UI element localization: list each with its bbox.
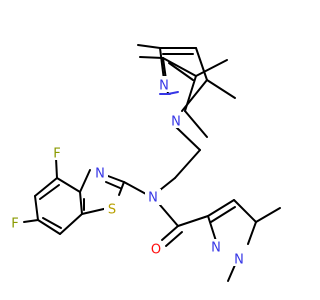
atom-o-carbonyl: O: [151, 243, 161, 258]
atom-n-pz2-top: N: [211, 241, 221, 256]
structure-diagram: N N N N S F F O N N: [7, 44, 281, 282]
atom-n-pz2-bottom: N: [234, 253, 244, 268]
atom-labels: N N N N S F F O N N: [7, 76, 247, 268]
atom-s-thiazole: S: [108, 203, 116, 218]
atom-n-amide: N: [148, 191, 158, 206]
atom-f-left: F: [11, 217, 18, 232]
atom-n-pz1-bottom: N: [171, 115, 181, 130]
atom-n-pz1-top: N: [159, 79, 169, 94]
top-pyrazole-bonds: [139, 56, 228, 138]
molecule-canvas: N N N N S F F O N N: [7, 44, 281, 282]
bond-network: [23, 44, 281, 282]
atom-n-thiazole: N: [95, 167, 105, 182]
atom-f-top: F: [53, 147, 60, 162]
